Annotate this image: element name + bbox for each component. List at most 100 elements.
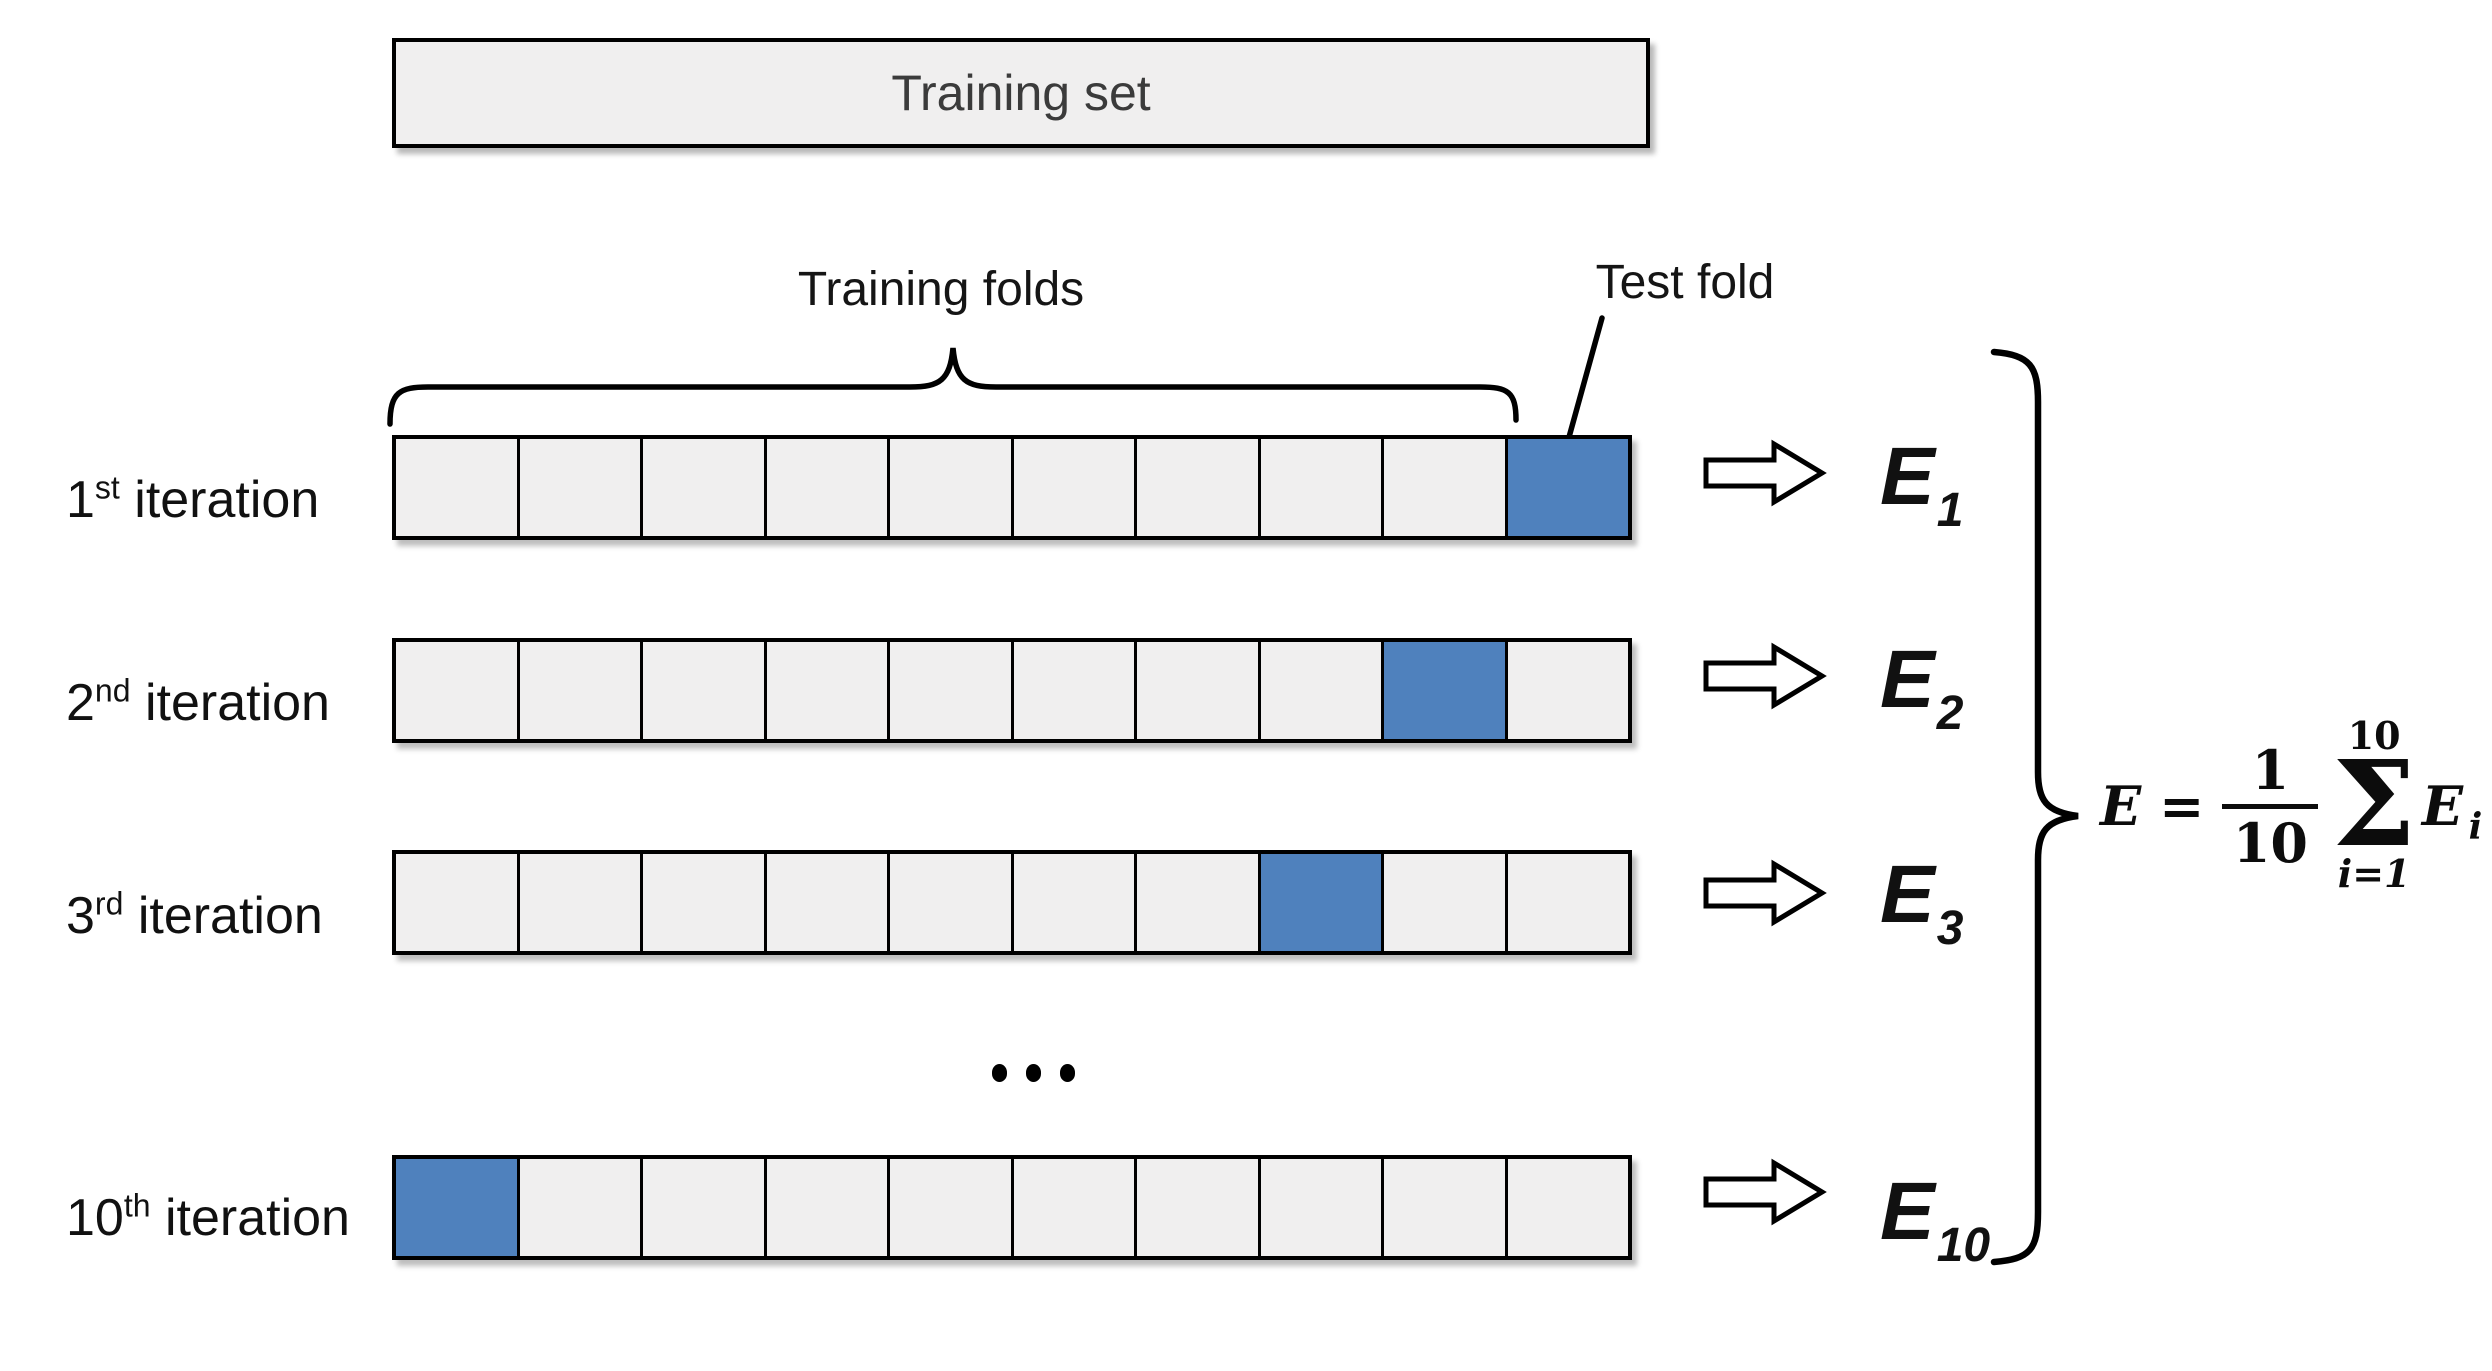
fold-cell bbox=[1384, 1159, 1508, 1256]
arrow-icon-iteration-1 bbox=[1703, 439, 1827, 507]
fold-cell bbox=[1260, 439, 1384, 536]
ordinal-number: 2 bbox=[66, 674, 95, 732]
ordinal-rest: iteration bbox=[123, 887, 323, 945]
term-base: E bbox=[2421, 774, 2464, 838]
arrow-icon-iteration-3 bbox=[1703, 859, 1827, 927]
ordinal-number: 3 bbox=[66, 887, 95, 945]
average-error-formula: E = 1 10 10 Σ i=1 E i bbox=[2100, 703, 2482, 909]
fold-cell bbox=[1384, 854, 1508, 951]
fold-cell bbox=[766, 1159, 890, 1256]
fold-cell bbox=[890, 1159, 1014, 1256]
fold-cell bbox=[1260, 642, 1384, 739]
fold-cell bbox=[396, 854, 520, 951]
fold-cell bbox=[1507, 1159, 1628, 1256]
test-fold-cell bbox=[1384, 642, 1508, 739]
fold-cell bbox=[1507, 642, 1628, 739]
fold-cell bbox=[519, 642, 643, 739]
test-fold-cell bbox=[1507, 439, 1628, 536]
summation-upper-limit: 10 bbox=[2347, 713, 2401, 758]
fold-cell bbox=[890, 854, 1014, 951]
fold-cell bbox=[1013, 854, 1137, 951]
row-label-iteration-2: 2nd iteration bbox=[66, 670, 330, 736]
fold-cell bbox=[1384, 439, 1508, 536]
ordinal-suffix: th bbox=[123, 1187, 151, 1224]
error-subscript: 3 bbox=[1936, 902, 1964, 955]
error-label-e10: E10 bbox=[1880, 1171, 1990, 1273]
formula-equals: = bbox=[2159, 774, 2205, 838]
row-label-iteration-3: 3rd iteration bbox=[66, 883, 323, 949]
fold-cell bbox=[1013, 642, 1137, 739]
test-fold-pointer-line bbox=[1563, 315, 1605, 451]
summation-lower-limit: i=1 bbox=[2337, 851, 2411, 896]
training-folds-brace bbox=[387, 347, 1519, 427]
fold-cell bbox=[1013, 439, 1137, 536]
formula-summation: 10 Σ i=1 bbox=[2332, 716, 2415, 896]
fold-cell bbox=[519, 1159, 643, 1256]
fold-cell bbox=[1260, 1159, 1384, 1256]
test-fold-label: Test fold bbox=[1595, 256, 1775, 309]
fold-cell bbox=[890, 642, 1014, 739]
error-subscript: 2 bbox=[1936, 687, 1964, 740]
ellipsis-dots bbox=[992, 1064, 1075, 1082]
fold-cell bbox=[1013, 1159, 1137, 1256]
test-fold-cell bbox=[396, 1159, 520, 1256]
test-fold-cell bbox=[1260, 854, 1384, 951]
error-base: E bbox=[1880, 849, 1935, 940]
ellipsis-dot bbox=[992, 1064, 1007, 1082]
fraction-denominator: 10 bbox=[2232, 810, 2308, 875]
ordinal-number: 1 bbox=[66, 471, 95, 529]
sigma-icon: Σ bbox=[2332, 734, 2416, 873]
training-set-label: Training set bbox=[891, 65, 1151, 121]
fold-cell bbox=[1507, 854, 1628, 951]
formula-fraction: 1 10 bbox=[2222, 737, 2319, 875]
fold-cell bbox=[643, 1159, 767, 1256]
formula-term: E i bbox=[2421, 774, 2482, 848]
error-base: E bbox=[1880, 634, 1935, 725]
fold-cell bbox=[396, 439, 520, 536]
fold-row-iteration-10 bbox=[392, 1155, 1632, 1260]
fold-cell bbox=[1137, 854, 1261, 951]
ordinal-suffix: rd bbox=[94, 885, 124, 922]
error-subscript: 1 bbox=[1936, 484, 1964, 537]
fold-row-iteration-2 bbox=[392, 638, 1632, 743]
fold-cell bbox=[396, 642, 520, 739]
fold-cell bbox=[890, 439, 1014, 536]
fold-cell bbox=[643, 642, 767, 739]
error-label-e3: E3 bbox=[1880, 854, 1963, 956]
fold-cell bbox=[519, 439, 643, 536]
fold-cell bbox=[766, 439, 890, 536]
fold-cell bbox=[1137, 439, 1261, 536]
fold-cell bbox=[643, 854, 767, 951]
ordinal-rest: iteration bbox=[130, 674, 330, 732]
row-label-iteration-10: 10th iteration bbox=[66, 1185, 350, 1251]
error-label-e2: E2 bbox=[1880, 639, 1963, 741]
training-set-box: Training set bbox=[392, 38, 1650, 148]
ordinal-suffix: st bbox=[94, 469, 120, 506]
fraction-numerator: 1 bbox=[2251, 737, 2290, 802]
error-label-e1: E1 bbox=[1880, 436, 1963, 538]
fold-cell bbox=[1137, 642, 1261, 739]
arrow-icon-iteration-10 bbox=[1703, 1158, 1827, 1226]
error-base: E bbox=[1880, 431, 1935, 522]
row-label-iteration-1: 1st iteration bbox=[66, 467, 319, 533]
arrow-icon-iteration-2 bbox=[1703, 642, 1827, 710]
ellipsis-dot bbox=[1060, 1064, 1075, 1082]
fraction-bar bbox=[2222, 803, 2319, 809]
fold-row-iteration-3 bbox=[392, 850, 1632, 955]
ordinal-rest: iteration bbox=[150, 1189, 350, 1247]
fold-cell bbox=[1137, 1159, 1261, 1256]
term-subscript: i bbox=[2468, 806, 2483, 848]
fold-cell bbox=[519, 854, 643, 951]
error-subscript: 10 bbox=[1936, 1219, 1991, 1272]
fold-cell bbox=[643, 439, 767, 536]
ordinal-suffix: nd bbox=[94, 672, 131, 709]
ordinal-number: 10 bbox=[66, 1189, 124, 1247]
training-folds-label: Training folds bbox=[797, 263, 1085, 316]
results-brace bbox=[1990, 348, 2079, 1266]
fold-cell bbox=[766, 642, 890, 739]
formula-lhs: E bbox=[2100, 774, 2142, 838]
ellipsis-dot bbox=[1026, 1064, 1041, 1082]
error-base: E bbox=[1880, 1166, 1935, 1257]
ordinal-rest: iteration bbox=[119, 471, 320, 529]
